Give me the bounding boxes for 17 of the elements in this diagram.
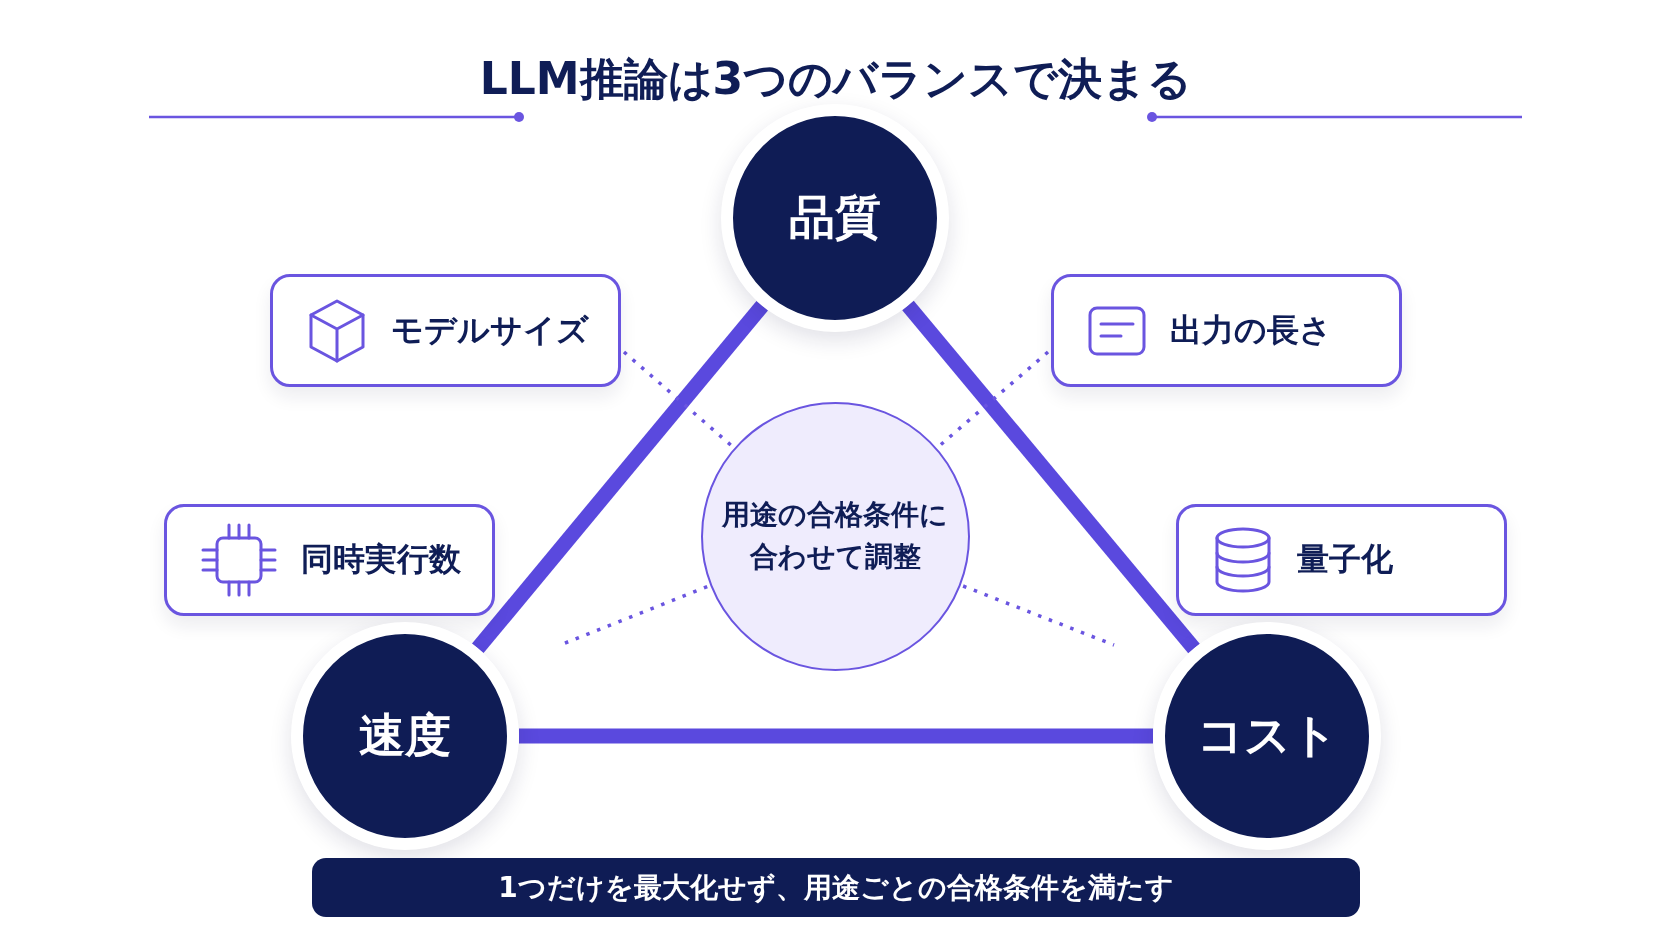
- dotted-line: [622, 350, 733, 447]
- dotted-line: [962, 584, 1115, 647]
- dotted-line: [937, 350, 1050, 448]
- summary-banner: 1つだけを最大化せず、用途ごとの合格条件を満たす: [312, 858, 1360, 917]
- factor-card: [164, 504, 495, 616]
- factor-card: [1051, 274, 1402, 387]
- connector-line: [519, 728, 1153, 744]
- connector-line: [902, 300, 1200, 654]
- factor-card: [1176, 504, 1507, 616]
- diagram-title: LLM推論は3つのバランスで決まる: [479, 52, 1193, 106]
- connector-line: [472, 300, 768, 654]
- card-label: モデルサイズ: [391, 309, 589, 351]
- card-label: 出力の長さ: [1170, 309, 1332, 351]
- goal-circle: 用途の合格条件に合わせて調整: [700, 401, 970, 671]
- card-label: 量子化: [1297, 539, 1393, 580]
- factor-card: [270, 274, 621, 387]
- card-label: 同時実行数: [301, 539, 461, 580]
